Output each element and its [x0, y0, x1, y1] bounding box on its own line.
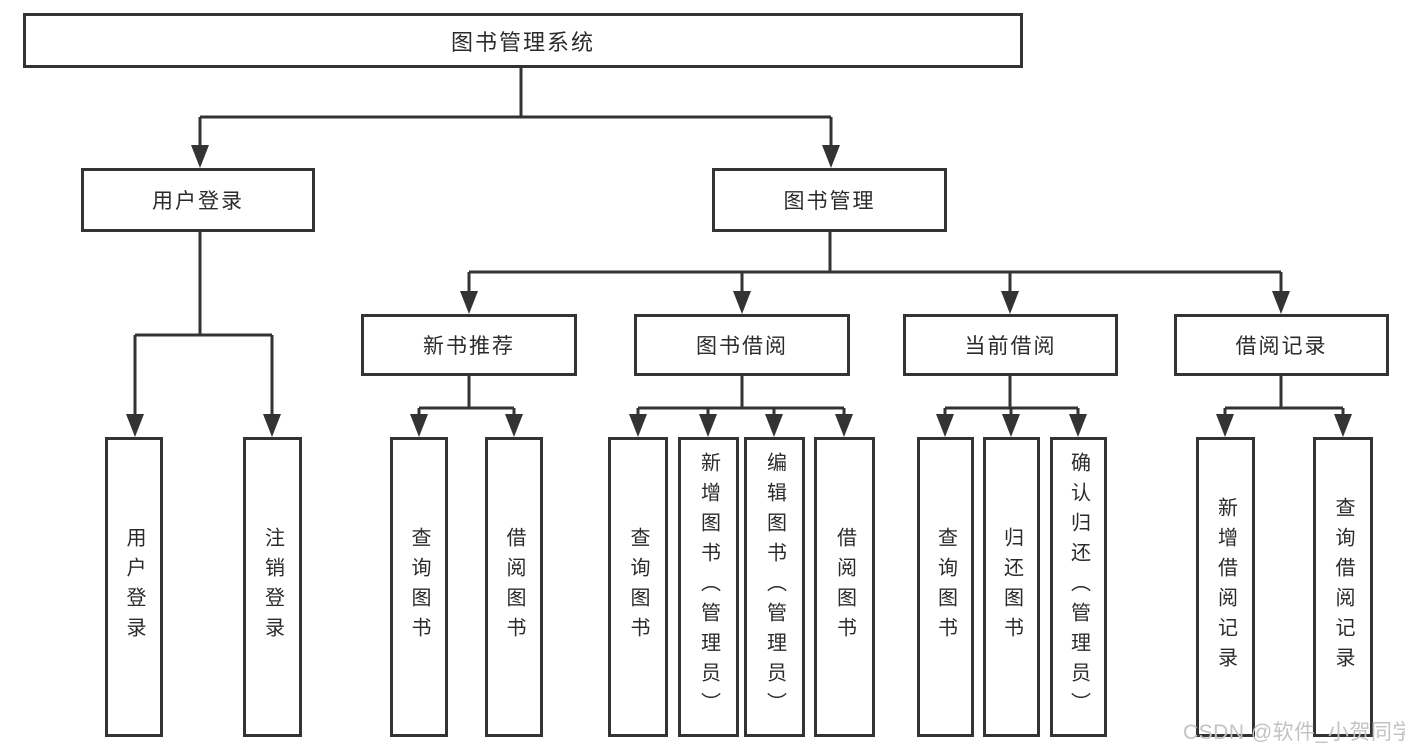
node-leaf-confirm-return-admin: 确认归还（管理员）	[1050, 437, 1107, 737]
leaf-label: 归还图书	[1000, 527, 1023, 647]
csdn-watermark: CSDN @软件_小贺同学	[1183, 721, 1405, 744]
node-leaf-current-query-books: 查询图书	[917, 437, 974, 737]
node-borrowing-records: 借阅记录	[1174, 314, 1389, 376]
node-leaf-edit-books-admin: 编辑图书（管理员）	[744, 437, 805, 737]
node-leaf-recommend-query-books: 查询图书	[390, 437, 448, 737]
node-leaf-logout: 注销登录	[243, 437, 302, 737]
node-leaf-borrowing-borrow-books: 借阅图书	[814, 437, 875, 737]
node-leaf-query-borrow-record: 查询借阅记录	[1313, 437, 1373, 737]
leaf-label: 确认归还（管理员）	[1067, 452, 1090, 722]
node-library-management-system: 图书管理系统	[23, 13, 1023, 68]
node-book-management: 图书管理	[712, 168, 947, 232]
leaf-label: 新增借阅记录	[1214, 497, 1237, 677]
leaf-label: 借阅图书	[833, 527, 856, 647]
node-leaf-borrowing-query-books: 查询图书	[608, 437, 668, 737]
node-current-borrowing: 当前借阅	[903, 314, 1118, 376]
leaf-label: 注销登录	[261, 527, 284, 647]
node-leaf-user-login: 用户登录	[105, 437, 163, 737]
leaf-label: 查询图书	[627, 527, 649, 647]
node-leaf-return-books: 归还图书	[983, 437, 1040, 737]
leaf-label: 用户登录	[123, 527, 145, 647]
node-leaf-add-books-admin: 新增图书（管理员）	[678, 437, 739, 737]
leaf-label: 查询图书	[408, 527, 430, 647]
node-new-book-recommend: 新书推荐	[361, 314, 577, 376]
leaf-label: 查询借阅记录	[1332, 497, 1354, 677]
leaf-label: 借阅图书	[503, 527, 525, 647]
node-leaf-recommend-borrow-books: 借阅图书	[485, 437, 543, 737]
leaf-label: 编辑图书（管理员）	[763, 452, 786, 722]
leaf-label: 新增图书（管理员）	[697, 452, 720, 722]
node-leaf-add-borrow-record: 新增借阅记录	[1196, 437, 1255, 737]
node-user-login: 用户登录	[81, 168, 315, 232]
leaf-label: 查询图书	[934, 527, 957, 647]
node-book-borrowing: 图书借阅	[634, 314, 850, 376]
